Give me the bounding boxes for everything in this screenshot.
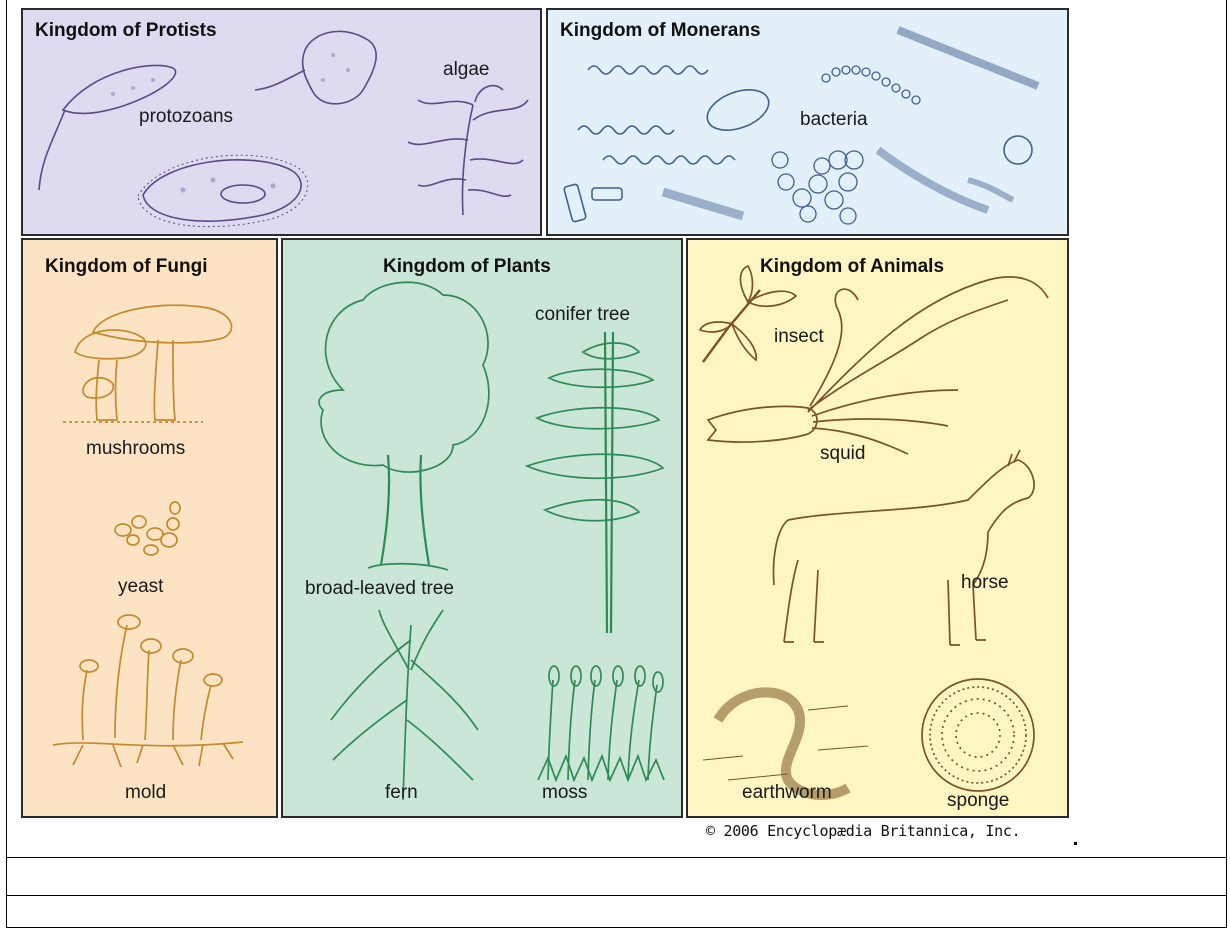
animals-illustration <box>688 240 1069 818</box>
panel-plants: Kingdom of Plants conifer tree broad-lea… <box>281 238 683 818</box>
algae-fronds <box>408 86 528 197</box>
mold-stalks <box>82 670 87 740</box>
chain-bacteria <box>898 30 1038 86</box>
bacillus-bacteria <box>702 82 774 138</box>
label-mold: mold <box>125 782 166 804</box>
panel-title: Kingdom of Fungi <box>45 256 208 278</box>
label-bacteria: bacteria <box>800 109 868 131</box>
amoeba-tail <box>255 70 305 90</box>
amoeba-cell <box>303 31 377 103</box>
label-conifer-tree: conifer tree <box>535 304 630 326</box>
label-algae: algae <box>443 59 490 81</box>
moss-leaves <box>538 756 664 780</box>
table-row-divider-2 <box>6 895 1227 896</box>
label-yeast: yeast <box>118 576 163 598</box>
mold-hyphae <box>53 742 243 746</box>
mushroom-cap-large <box>93 305 232 343</box>
broadleaf-canopy <box>319 282 489 472</box>
squid-mantle <box>708 406 817 442</box>
label-mushrooms: mushrooms <box>86 438 185 460</box>
table-row-divider-1 <box>6 857 1227 858</box>
label-horse: horse <box>961 572 1009 594</box>
panel-fungi: Kingdom of Fungi mushrooms yeast mold <box>21 238 278 818</box>
fungi-illustration <box>23 240 278 818</box>
plants-illustration <box>283 240 683 818</box>
panel-animals: Kingdom of Animals insect squid horse ea… <box>686 238 1069 818</box>
label-squid: squid <box>820 443 865 465</box>
panel-protists: Kingdom of Protists protozoans algae <box>21 8 542 236</box>
sponge-body <box>922 679 1034 791</box>
mushroom-stem-large <box>154 340 175 420</box>
euglena-flagellum <box>39 110 65 190</box>
label-insect: insect <box>774 326 824 348</box>
label-protozoans: protozoans <box>139 106 233 128</box>
squid-tentacles <box>808 277 1048 454</box>
conifer-trunk <box>605 332 613 633</box>
coccus-large <box>1004 136 1032 164</box>
fern-stem <box>403 625 411 800</box>
label-moss: moss <box>542 782 587 804</box>
copyright-notice: © 2006 Encyclopædia Britannica, Inc. <box>706 822 1020 840</box>
panel-title: Kingdom of Animals <box>760 256 944 278</box>
protists-illustration <box>23 10 542 236</box>
conifer-branches <box>527 343 663 521</box>
panel-monerans: Kingdom of Monerans bacteria <box>546 8 1069 236</box>
label-fern: fern <box>385 782 418 804</box>
horse-body <box>774 460 1035 645</box>
label-broad-leaved-tree: broad-leaved tree <box>305 578 454 600</box>
panel-title: Kingdom of Protists <box>35 20 217 42</box>
spirillum-bacteria <box>588 66 708 74</box>
label-sponge: sponge <box>947 790 1009 812</box>
label-earthworm: earthworm <box>742 782 832 804</box>
panel-title: Kingdom of Plants <box>383 256 551 278</box>
mushroom-cap-small <box>75 330 146 359</box>
yeast-cells <box>115 524 131 536</box>
trailing-period <box>1074 842 1077 845</box>
panel-title: Kingdom of Monerans <box>560 20 761 42</box>
